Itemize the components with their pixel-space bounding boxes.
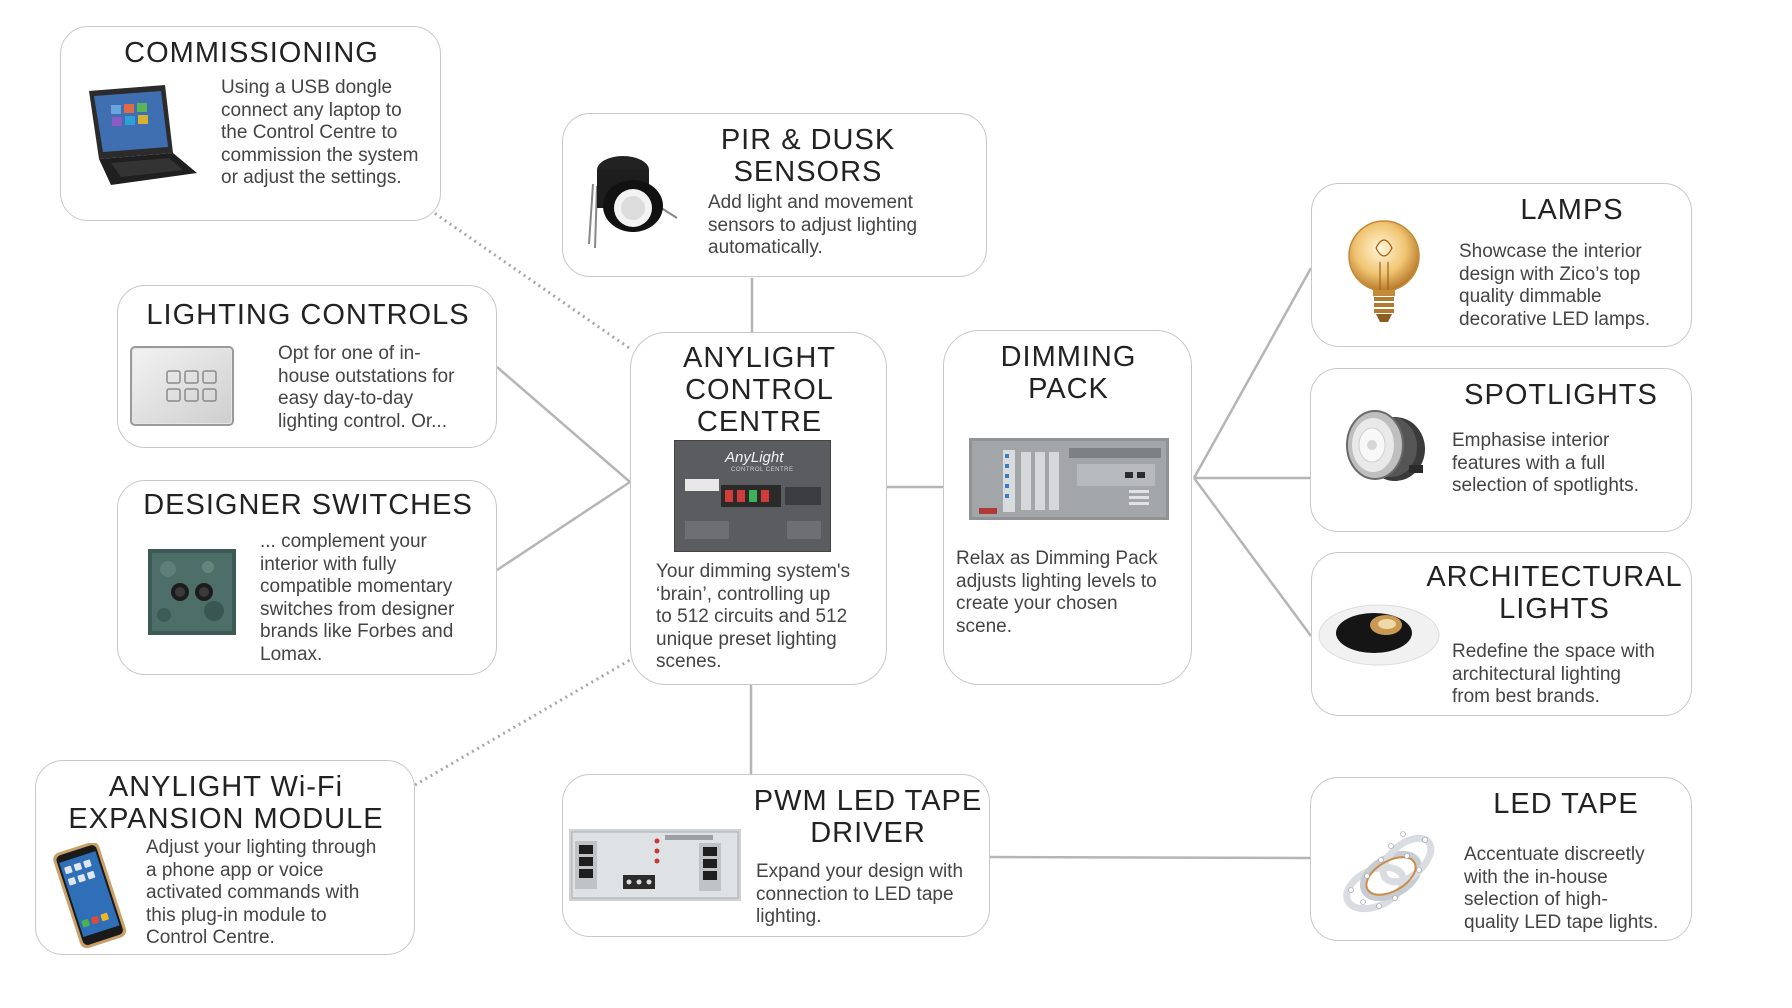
downlight-icon [1318,604,1440,666]
node-title: PIR & DUSK SENSORS [720,124,896,188]
led-tape-icon [1343,831,1435,913]
node-description: ... complement your interior with fully … [260,531,455,665]
device-brand: AnyLight [725,449,784,466]
node-commissioning: COMMISSIONING Using a USB dongle connect… [60,26,441,221]
device-subtitle: CONTROL CENTRE [731,467,794,473]
connector-wifi [414,658,631,787]
dimming-pack-device-icon [969,438,1169,520]
node-lighting-controls: LIGHTING CONTROLS Opt for one of in- hou… [117,285,497,448]
node-architectural-lights: ARCHITECTURAL LIGHTS Redefine the space … [1311,552,1692,716]
node-title: DIMMING PACK [1000,341,1137,405]
node-wifi-expansion-module: ANYLIGHT Wi-Fi EXPANSION MODULE Adjust y… [35,760,415,955]
connector-commissioning [429,208,633,352]
node-title: ANYLIGHT Wi-Fi EXPANSION MODULE [68,771,384,835]
node-description: Your dimming system's ‘brain’, controlli… [656,561,851,672]
keypad-icon [130,346,234,426]
node-description: Relax as Dimming Pack adjusts lighting l… [956,548,1158,637]
node-title: LED TAPE [1493,788,1639,820]
node-led-tape: LED TAPE Accentuate discreetly with the … [1310,777,1692,941]
node-control-centre: ANYLIGHT CONTROL CENTRE AnyLight CONTROL… [630,332,887,685]
spotlight-icon [1346,410,1425,481]
bulb-icon [1348,220,1420,322]
node-lamps: LAMPS Showcase the interior design with … [1311,183,1692,347]
led-driver-device-icon [569,829,741,901]
node-description: Accentuate discreetly with the in-house … [1464,844,1659,933]
connector-led-tape [989,855,1311,860]
node-spotlights: SPOTLIGHTS Emphasise interior features w… [1310,368,1692,532]
node-description: Opt for one of in- house outstations for… [278,343,455,432]
pir-sensor-icon [588,156,678,249]
node-title: COMMISSIONING [124,37,379,69]
node-description: Expand your design with connection to LE… [756,861,964,927]
node-designer-switches: DESIGNER SWITCHES ... complement your in… [117,480,497,675]
node-description: Using a USB dongle connect any laptop to… [221,77,419,188]
node-pwm-led-tape-driver: PWM LED TAPE DRIVER Expand your design w… [562,774,990,937]
node-title: PWM LED TAPE DRIVER [753,785,983,849]
node-dimming-pack: DIMMING PACK Relax as Dimming Pack adjus… [943,330,1192,685]
node-title: LIGHTING CONTROLS [146,299,470,331]
node-description: Redefine the space with architectural li… [1452,641,1655,707]
node-pir-dusk-sensors: PIR & DUSK SENSORS Add light and movemen… [562,113,987,277]
control-centre-device-icon: AnyLight CONTROL CENTRE [674,440,831,552]
designer-switch-icon [148,549,236,635]
node-title: SPOTLIGHTS [1464,379,1658,411]
connector-architectural [1192,477,1313,637]
laptop-icon [89,85,197,185]
connector-lamps [1192,267,1313,479]
node-description: Add light and movement sensors to adjust… [708,192,918,258]
node-description: Showcase the interior design with Zico’s… [1459,241,1651,330]
smartphone-icon [53,843,127,949]
node-description: Emphasise interior features with a full … [1452,430,1639,496]
node-title: ARCHITECTURAL LIGHTS [1426,561,1683,625]
node-description: Adjust your lighting through a phone app… [146,837,377,948]
node-title: DESIGNER SWITCHES [143,489,473,521]
connector-lighting-controls [496,366,631,483]
connector-designer-switches [496,480,631,572]
node-title: LAMPS [1520,194,1624,226]
node-title: ANYLIGHT CONTROL CENTRE [682,342,837,438]
